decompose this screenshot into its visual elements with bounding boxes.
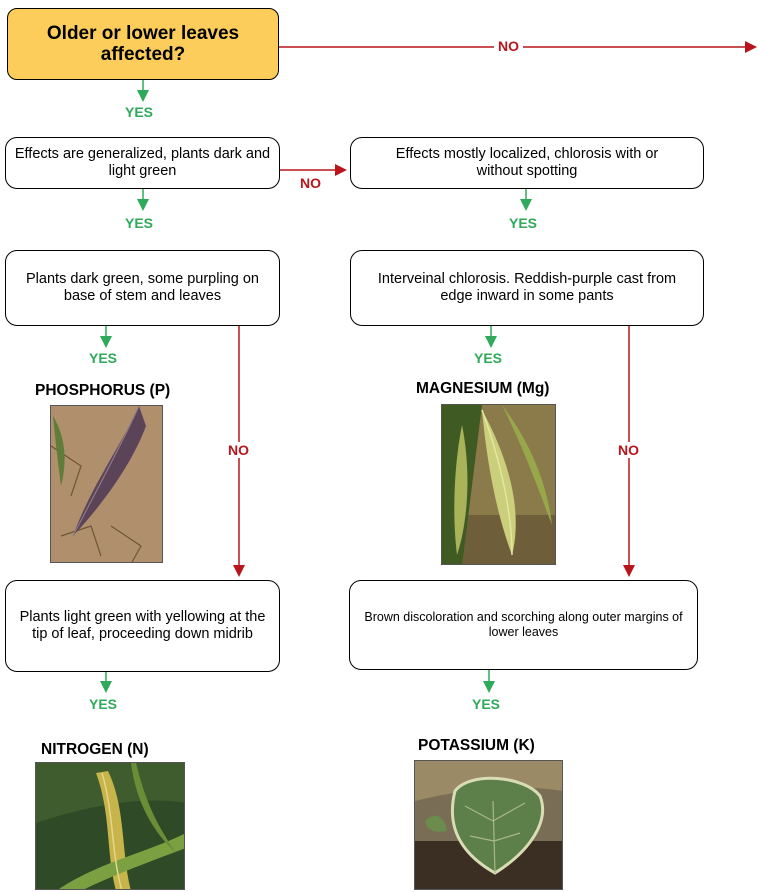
start-question-text: Older or lower leaves affected? xyxy=(46,23,240,65)
nitrogen-leaf-photo xyxy=(35,762,185,890)
no-label-middle: NO xyxy=(300,175,321,191)
yes-label-3: YES xyxy=(509,215,538,231)
localized-text: Effects mostly localized, chlorosis with… xyxy=(395,146,659,179)
no-label-left: NO xyxy=(224,442,253,458)
potassium-leaf-photo xyxy=(414,760,563,890)
yes-label-2: YES xyxy=(125,215,154,231)
yes-label-7: YES xyxy=(472,696,501,712)
result-phosphorus: PHOSPHORUS (P) xyxy=(35,382,171,399)
magnesium-leaf-photo xyxy=(441,404,556,565)
brown-box: Brown discoloration and scorching along … xyxy=(349,580,698,670)
light-green-text: Plants light green with yellowing at the… xyxy=(19,609,266,642)
result-nitrogen: NITROGEN (N) xyxy=(41,741,149,758)
generalized-text: Effects are generalized, plants dark and… xyxy=(14,146,271,179)
phosphorus-leaf-photo xyxy=(50,405,163,563)
no-label-top: NO xyxy=(494,38,523,54)
light-green-box: Plants light green with yellowing at the… xyxy=(5,580,280,672)
dark-green-box: Plants dark green, some purpling on base… xyxy=(5,250,280,326)
result-magnesium: MAGNESIUM (Mg) xyxy=(416,380,550,397)
yes-label-1: YES xyxy=(125,104,154,120)
brown-text: Brown discoloration and scorching along … xyxy=(364,610,683,639)
yes-label-6: YES xyxy=(89,696,118,712)
result-potassium: POTASSIUM (K) xyxy=(418,737,535,754)
yes-label-5: YES xyxy=(474,350,503,366)
no-label-right: NO xyxy=(614,442,643,458)
interveinal-box: Interveinal chlorosis. Reddish-purple ca… xyxy=(350,250,704,326)
localized-box: Effects mostly localized, chlorosis with… xyxy=(350,137,704,189)
generalized-box: Effects are generalized, plants dark and… xyxy=(5,137,280,189)
dark-green-text: Plants dark green, some purpling on base… xyxy=(26,271,259,304)
interveinal-text: Interveinal chlorosis. Reddish-purple ca… xyxy=(377,271,677,304)
yes-label-4: YES xyxy=(89,350,118,366)
start-question: Older or lower leaves affected? xyxy=(7,8,279,80)
